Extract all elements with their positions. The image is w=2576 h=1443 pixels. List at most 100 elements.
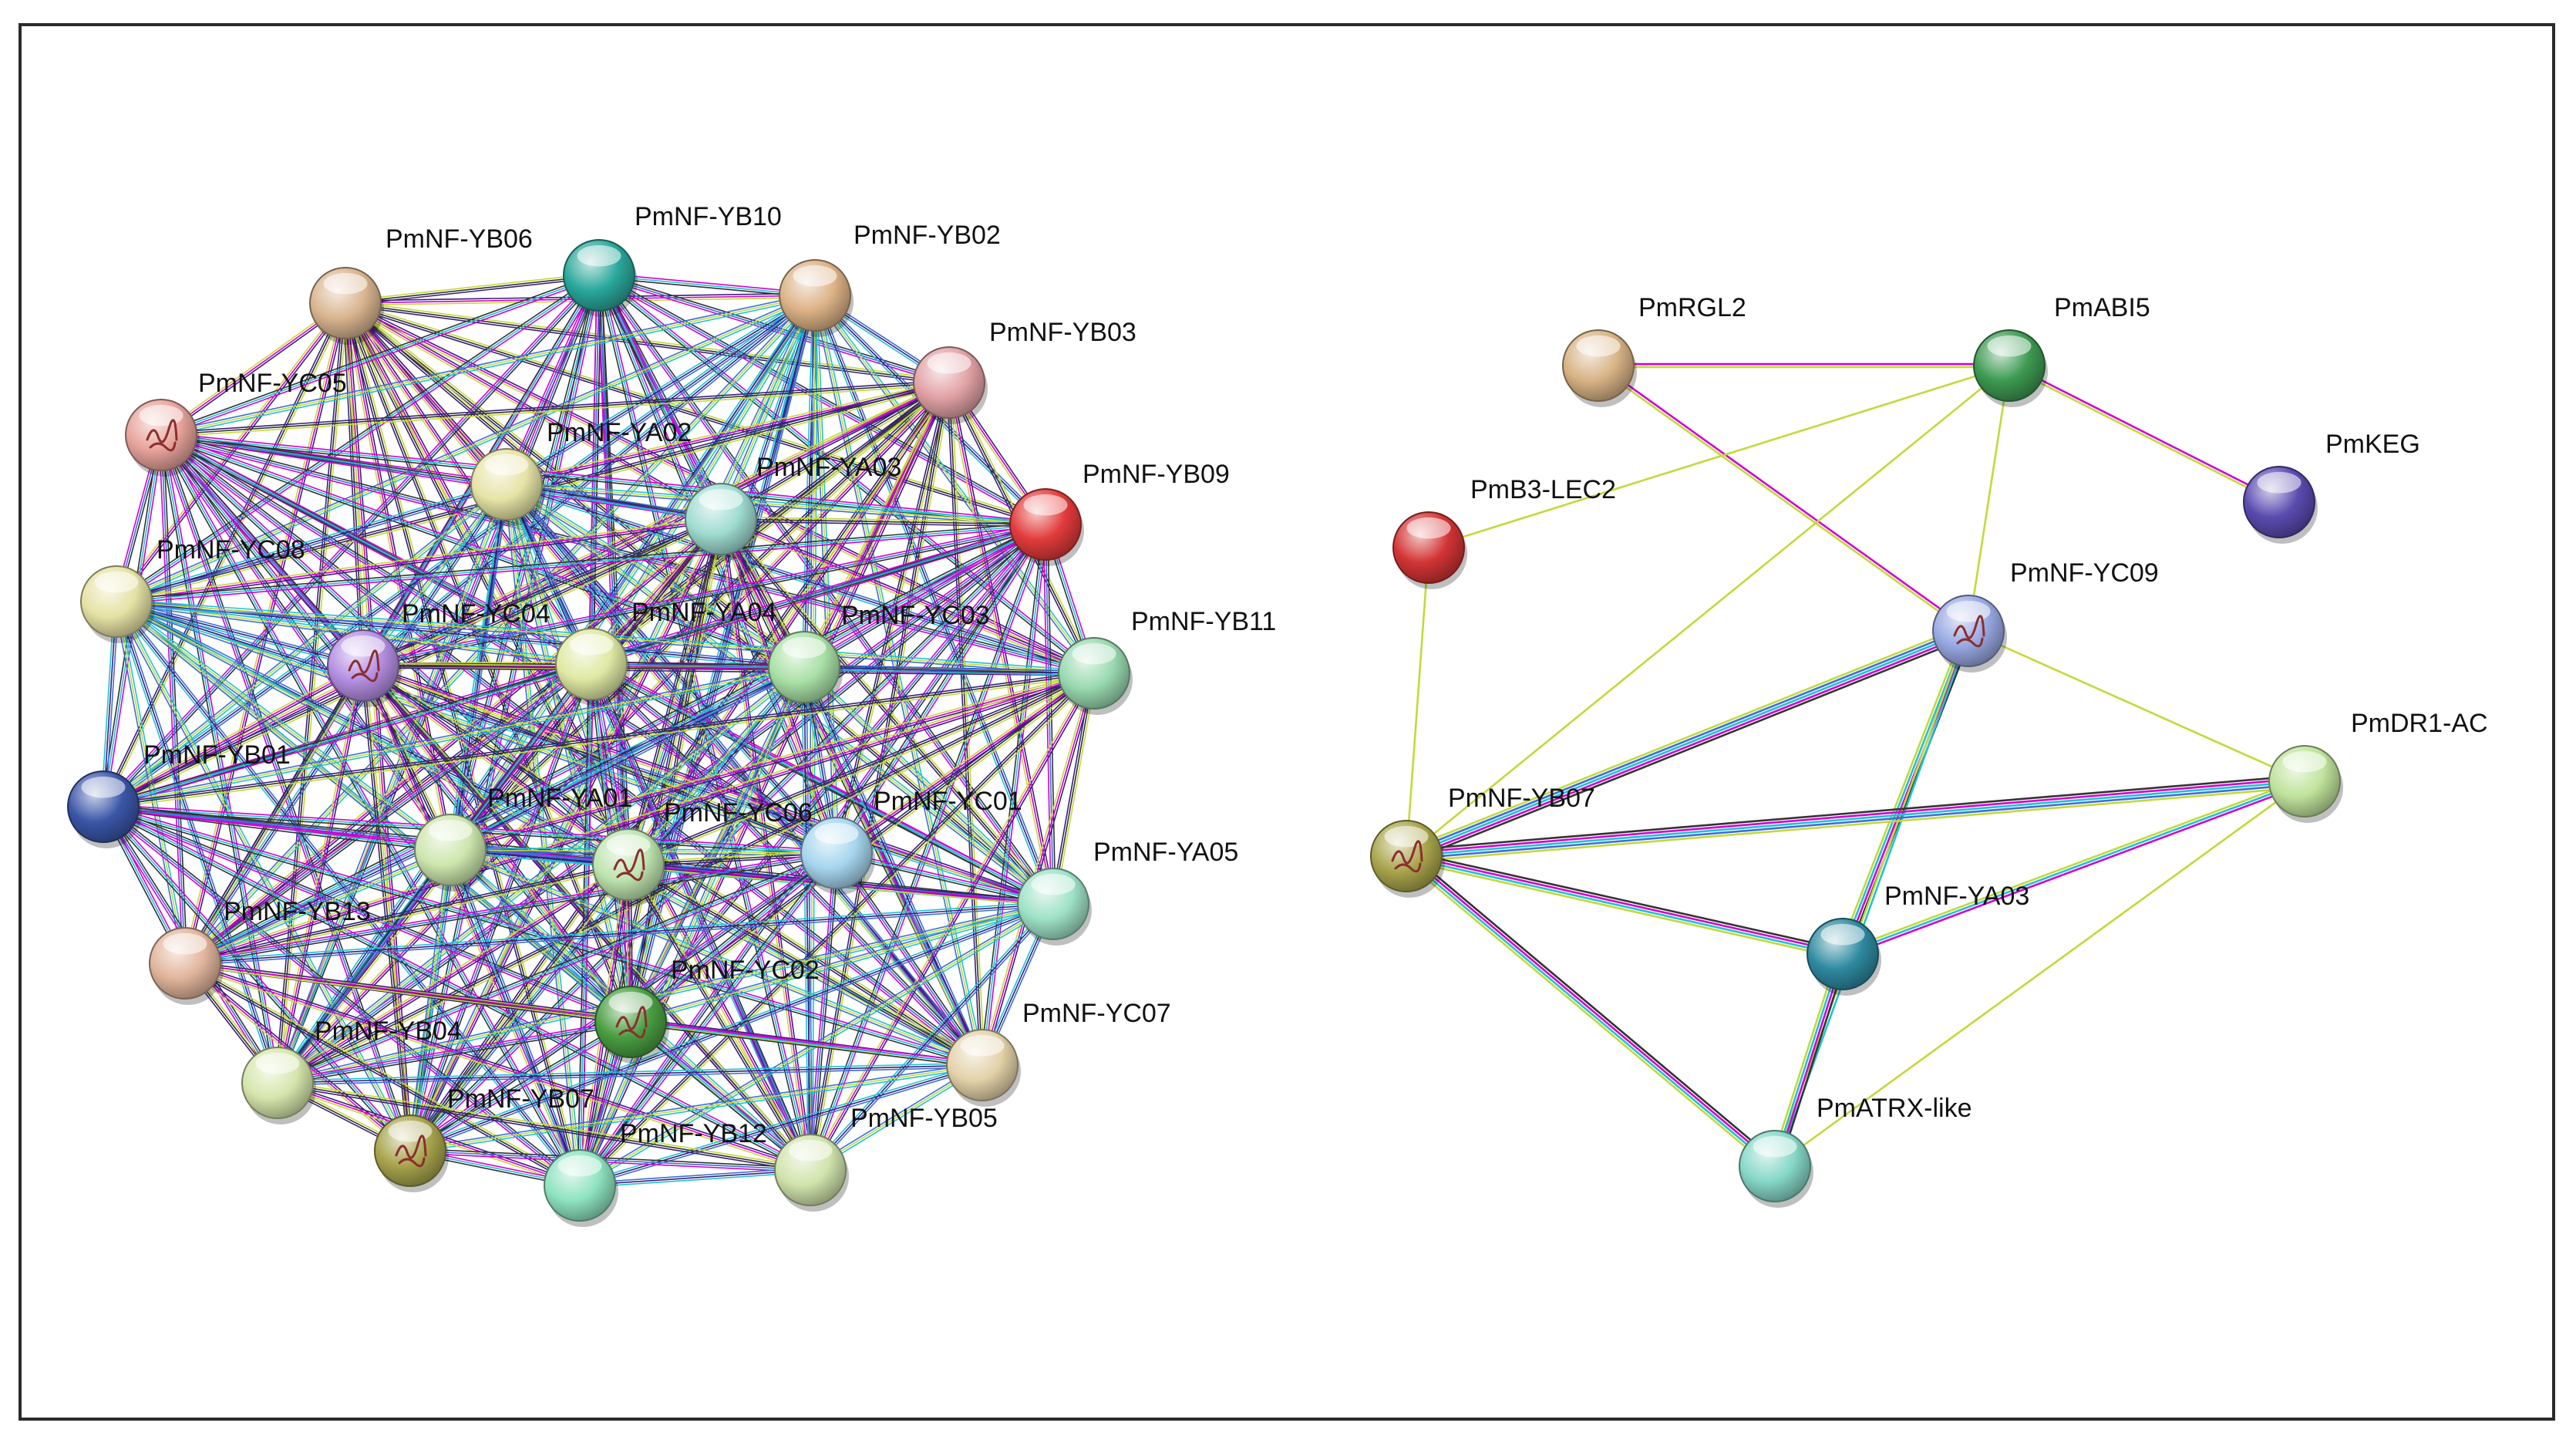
node-label: PmNF-YA01	[487, 784, 632, 813]
node-network_right-yc09: PmNF-YC09	[1932, 558, 2159, 673]
edge-left-ya04-yb13	[183, 661, 594, 966]
node-label: PmNF-YB09	[1083, 460, 1230, 489]
node-network_left-ya02: PmNF-YA02	[470, 418, 692, 526]
edge-right-yb07-ya03	[1404, 851, 1845, 959]
node-network_left-yb11: PmNF-YB11	[1058, 607, 1276, 715]
node-network_left-yc01: PmNF-YC01	[800, 787, 1022, 895]
edge-right-ya03-atrx	[1770, 951, 1848, 1169]
edge-right-dr1-atrx	[1773, 780, 2306, 1168]
node-network_left-ya05: PmNF-YA05	[1017, 838, 1238, 946]
node-network_left-yb09: PmNF-YB09	[1009, 460, 1230, 566]
edge-left-yb11-yc06	[627, 670, 1096, 868]
node-label: PmNF-YC04	[402, 599, 551, 629]
node-label: PmNF-YC06	[664, 798, 813, 828]
protein-structure-icon	[395, 1135, 427, 1168]
node-network_left-yc08: PmNF-YC08	[80, 535, 305, 643]
edge-left-yb13-yb12	[183, 960, 582, 1188]
node-label: PmNF-YB03	[989, 318, 1136, 347]
node-label: PmNF-YB06	[386, 224, 533, 254]
node-network_left-yc06: PmNF-YC06	[592, 798, 813, 906]
node-network_left-yc02: PmNF-YC02	[594, 956, 820, 1064]
edge-left-yc04-yb07	[360, 664, 413, 1152]
protein-structure-icon	[615, 1006, 648, 1039]
node-network_left-yb04: PmNF-YB04	[241, 1017, 462, 1124]
node-label: PmNF-YB07	[1448, 784, 1595, 813]
edge-left-yb09-yc02	[628, 522, 1048, 1024]
edge-left-yb02-yc08	[115, 292, 817, 605]
edge-right-lec2-yb07	[1405, 546, 1430, 858]
edge-left-yb03-yc05	[160, 379, 950, 438]
edge-right-rgl2-abi5	[1597, 362, 2011, 369]
node-network_right-yb07: PmNF-YB07	[1370, 784, 1595, 898]
node-label: PmNF-YC09	[2010, 558, 2159, 588]
edge-left-ya04-yb01	[102, 661, 593, 810]
edge-left-yb11-yc07	[979, 672, 1097, 1067]
node-label: PmNF-YB01	[143, 740, 291, 770]
node-label: PmNF-YB13	[224, 897, 371, 926]
edge-left-yc04-yb01	[101, 662, 365, 810]
left-network-edges	[100, 272, 1097, 1188]
edge-left-ya01-yb13	[184, 847, 452, 966]
edge-left-ya01-yb07	[407, 848, 453, 1152]
edge-left-yb11-yb13	[184, 670, 1096, 966]
edge-left-yb07-yb05	[409, 1148, 811, 1173]
node-label: PmABI5	[2054, 293, 2150, 322]
edge-left-yb09-yb05	[807, 523, 1049, 1172]
node-label: PmNF-YA02	[547, 418, 692, 447]
edge-left-yc02-yc07	[629, 1019, 984, 1068]
node-label: PmNF-YC07	[1022, 999, 1171, 1028]
edge-left-yc04-yb11	[362, 662, 1095, 676]
edge-left-yb04-yb05	[276, 1080, 812, 1173]
edge-left-yb09-yc01	[833, 522, 1049, 855]
node-label: PmNF-YA03	[756, 453, 901, 482]
node-label: PmNF-YB04	[315, 1017, 462, 1046]
protein-structure-icon	[613, 848, 645, 882]
edge-left-yb11-yb12	[577, 671, 1096, 1188]
edge-left-yc02-yb05	[628, 1020, 813, 1172]
edge-left-yc06-yb05	[625, 862, 813, 1172]
node-label: PmNF-YC05	[198, 369, 347, 398]
node-label: PmNF-YA04	[631, 598, 776, 627]
node-label: PmNF-YB10	[635, 202, 782, 231]
edge-left-yb10-yb11	[597, 273, 1096, 676]
edge-left-yb06-yc05	[159, 300, 348, 438]
edge-left-ya03-yc08	[115, 516, 722, 605]
node-label: PmDR1-AC	[2351, 709, 2488, 738]
node-network_left-yc07: PmNF-YC07	[946, 999, 1171, 1107]
node-network_left-ya01: PmNF-YA01	[414, 784, 632, 892]
edge-left-ya05-yb04	[276, 901, 1055, 1086]
protein-structure-icon	[1391, 840, 1423, 873]
protein-structure-icon	[1953, 615, 1985, 648]
edge-left-yb13-yb05	[184, 960, 812, 1173]
protein-structure-icon	[146, 419, 178, 452]
edge-left-yc02-yb04	[276, 1019, 632, 1086]
edge-left-yc01-yb12	[577, 851, 840, 1188]
node-network_left-yb01: PmNF-YB01	[67, 740, 291, 848]
node-network_left-yb03: PmNF-YB03	[913, 318, 1136, 424]
node-label: PmNF-YC08	[157, 535, 305, 565]
edge-left-yc07-yb12	[578, 1062, 984, 1188]
edge-left-yc07-yb04	[277, 1062, 983, 1086]
edge-right-abi5-keg	[2007, 363, 2281, 504]
node-network_right-atrx: PmATRX-like	[1739, 1094, 1972, 1208]
node-network_left-yc03: PmNF-YC03	[768, 601, 990, 709]
edge-left-yb10-yb01	[101, 273, 601, 809]
node-label: PmRGL2	[1638, 293, 1746, 322]
node-label: PmNF-YB02	[854, 221, 1001, 250]
node-label: PmNF-YA05	[1093, 838, 1238, 867]
edge-left-yc03-yb01	[102, 664, 806, 810]
figure-frame	[19, 23, 2555, 1421]
node-network_right-lec2: PmB3-LEC2	[1392, 475, 1616, 589]
node-network_left-yb02: PmNF-YB02	[779, 221, 1001, 337]
edge-left-yb06-yb05	[342, 301, 813, 1172]
edge-left-yb10-yc05	[160, 272, 601, 438]
node-label: PmKEG	[2325, 430, 2420, 459]
edge-left-yc03-yb07	[408, 665, 806, 1153]
node-network_left-yc04: PmNF-YC04	[327, 599, 551, 707]
edge-left-ya03-yb09	[720, 516, 1046, 528]
edge-left-yb01-yc02	[102, 804, 632, 1025]
edge-left-yc01-ya05	[835, 850, 1055, 907]
node-network_right-dr1: PmDR1-AC	[2268, 709, 2488, 823]
edge-right-rgl2-yc09	[1596, 363, 1971, 633]
